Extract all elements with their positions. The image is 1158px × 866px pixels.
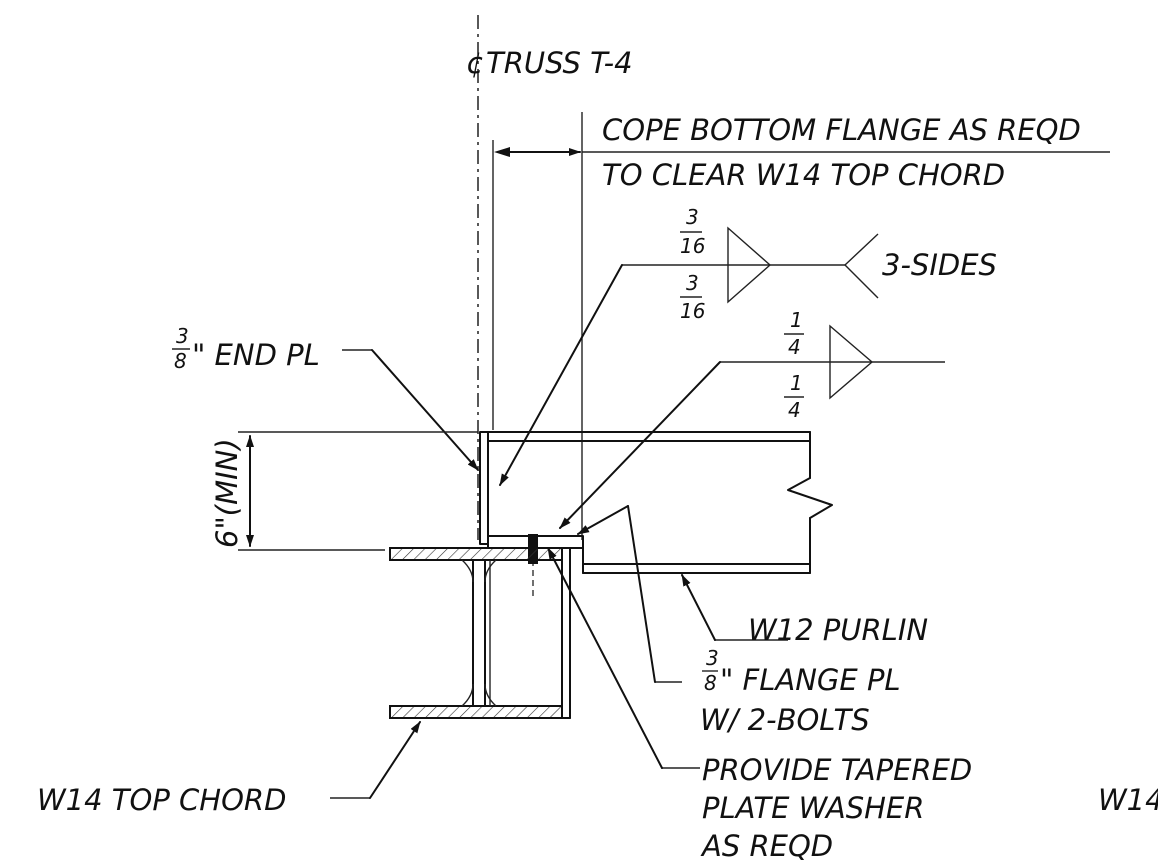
min-dim-label: 6"(MIN) (210, 438, 244, 548)
flange-pl-label: " FLANGE PL (720, 663, 901, 697)
top-chord-leader (369, 721, 421, 799)
upper-weld-bot-num: 3 (686, 271, 699, 295)
bolts-label: W/ 2-BOLTS (700, 703, 870, 737)
end-pl-den: 8 (174, 349, 187, 373)
lower-weld-symbol (559, 324, 945, 529)
centerline-symbol: ¢ (466, 46, 484, 80)
w14-top-chord (389, 547, 571, 719)
purlin-label: W12 PURLIN (748, 613, 928, 647)
flange-pl-den: 8 (704, 671, 717, 695)
lower-weld-top-den: 4 (788, 335, 801, 359)
end-pl-num: 3 (176, 324, 189, 348)
flange-pl-leader (627, 505, 656, 683)
upper-weld-top-num: 3 (686, 205, 699, 229)
flange-pl-num: 3 (706, 646, 719, 670)
end-pl-label: " END PL (192, 338, 320, 372)
washer-leader (547, 547, 663, 769)
upper-weld-symbol (499, 226, 879, 486)
washer-note-line3: AS REQD (700, 829, 833, 863)
end-plate (479, 431, 489, 545)
w12-purlin (487, 431, 833, 574)
purlin-leader (681, 574, 716, 641)
end-pl-leader (371, 349, 479, 471)
lower-weld-bot-den: 4 (788, 398, 801, 422)
top-chord-label: W14 TOP CHORD (37, 783, 286, 817)
lower-weld-top-num: 1 (790, 308, 803, 332)
centerline-label: TRUSS T-4 (486, 46, 633, 80)
cope-note-line1: COPE BOTTOM FLANGE AS REQD (602, 113, 1081, 147)
lower-weld-bot-num: 1 (790, 371, 803, 395)
washer-note-line1: PROVIDE TAPERED (702, 753, 972, 787)
upper-weld-bot-den: 16 (680, 299, 705, 323)
cope-arrow-left (494, 147, 510, 157)
washer-note-line2: PLATE WASHER (702, 791, 924, 825)
cut-off-label: W14 (1098, 783, 1158, 817)
three-sides-label: 3-SIDES (882, 248, 997, 282)
cope-note-line2: TO CLEAR W14 TOP CHORD (602, 158, 1005, 192)
upper-weld-top-den: 16 (680, 234, 705, 258)
